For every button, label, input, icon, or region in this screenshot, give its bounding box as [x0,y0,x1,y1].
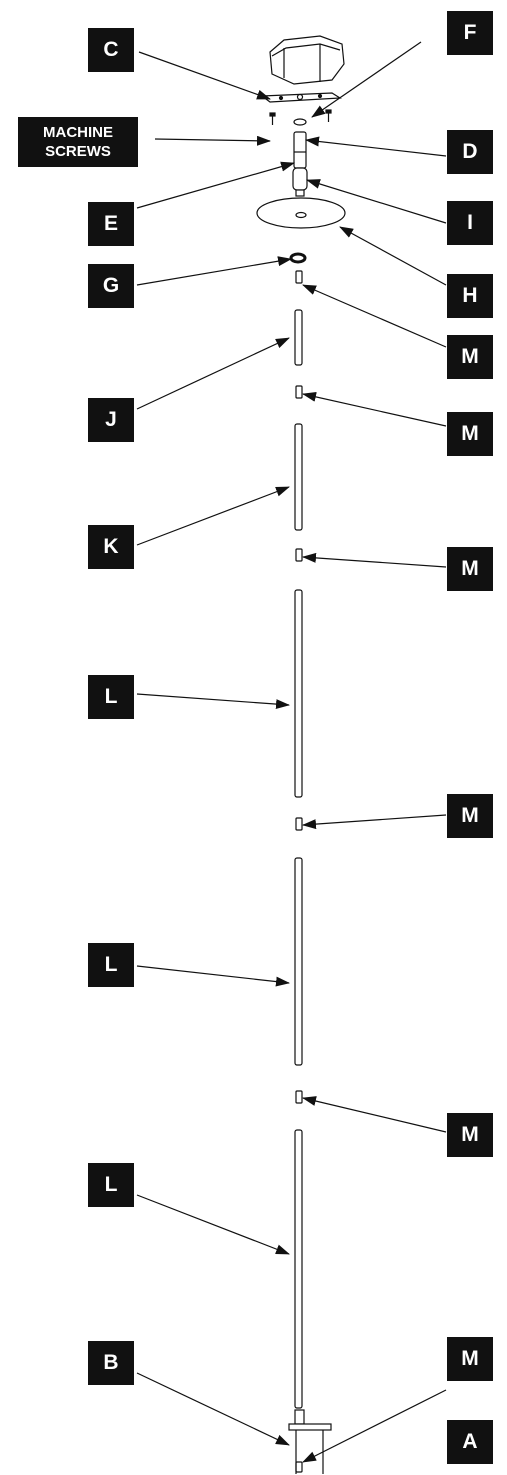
label-m-3: M [447,547,493,591]
leader-m6 [302,1389,447,1463]
label-g: G [88,264,134,308]
label-m-5: M [447,1113,493,1157]
parts [256,35,346,1474]
label-l-1: L [88,675,134,719]
label-k: K [88,525,134,569]
leader-m4 [302,814,447,830]
label-a: A [447,1420,493,1464]
leader-l2 [136,965,290,987]
label-m-1: M [447,335,493,379]
pole-j-part [294,309,303,366]
label-f: F [447,11,493,55]
leader-k [136,486,290,546]
label-machine-screws-line2: SCREWS [45,143,111,160]
base-stand-part [288,1409,332,1474]
swivel-part [292,167,308,197]
octagon-housing-part [269,35,345,85]
leader-g [136,256,292,286]
coupler-part [293,131,307,169]
leader-h [339,226,447,286]
leader-l1 [136,693,290,710]
label-l-3: L [88,1163,134,1207]
coupler-m-part [295,1461,303,1473]
leader-m1 [302,284,447,348]
canopy-part [256,197,346,229]
leader-e [136,161,295,209]
label-machine-screws: MACHINE SCREWS [18,117,138,167]
leader-m2 [302,391,447,427]
label-b: B [88,1341,134,1385]
pole-l-part [294,1129,303,1409]
label-l-2: L [88,943,134,987]
leader-f [311,41,422,118]
ring-part [289,252,307,264]
leader-c [138,51,271,100]
bracket-plate-part [260,92,342,103]
machine-screws-part [269,109,332,125]
leader-j [136,337,290,410]
label-h: H [447,274,493,318]
leader-i [306,179,447,224]
label-m-6: M [447,1337,493,1381]
label-j: J [88,398,134,442]
leader-b [136,1372,290,1446]
pole-k-part [294,423,303,531]
pole-l-part [294,857,303,1066]
coupler-m-part [295,548,303,562]
nut-part [293,118,307,126]
label-d: D [447,130,493,174]
label-i: I [447,201,493,245]
leader-d [305,136,447,157]
label-m-4: M [447,794,493,838]
leader-lines [136,41,447,1463]
coupler-m-part [295,270,303,284]
label-c: C [88,28,134,72]
leader-m3 [302,552,447,568]
coupler-m-part [295,385,303,399]
leader-l3 [136,1194,290,1255]
label-e: E [88,202,134,246]
pole-l-part [294,589,303,798]
coupler-m-part [295,817,303,831]
coupler-m-part [295,1090,303,1104]
leader-machine-screws [154,135,271,146]
label-machine-screws-line1: MACHINE [43,124,113,141]
label-m-2: M [447,412,493,456]
leader-m5 [302,1096,447,1133]
